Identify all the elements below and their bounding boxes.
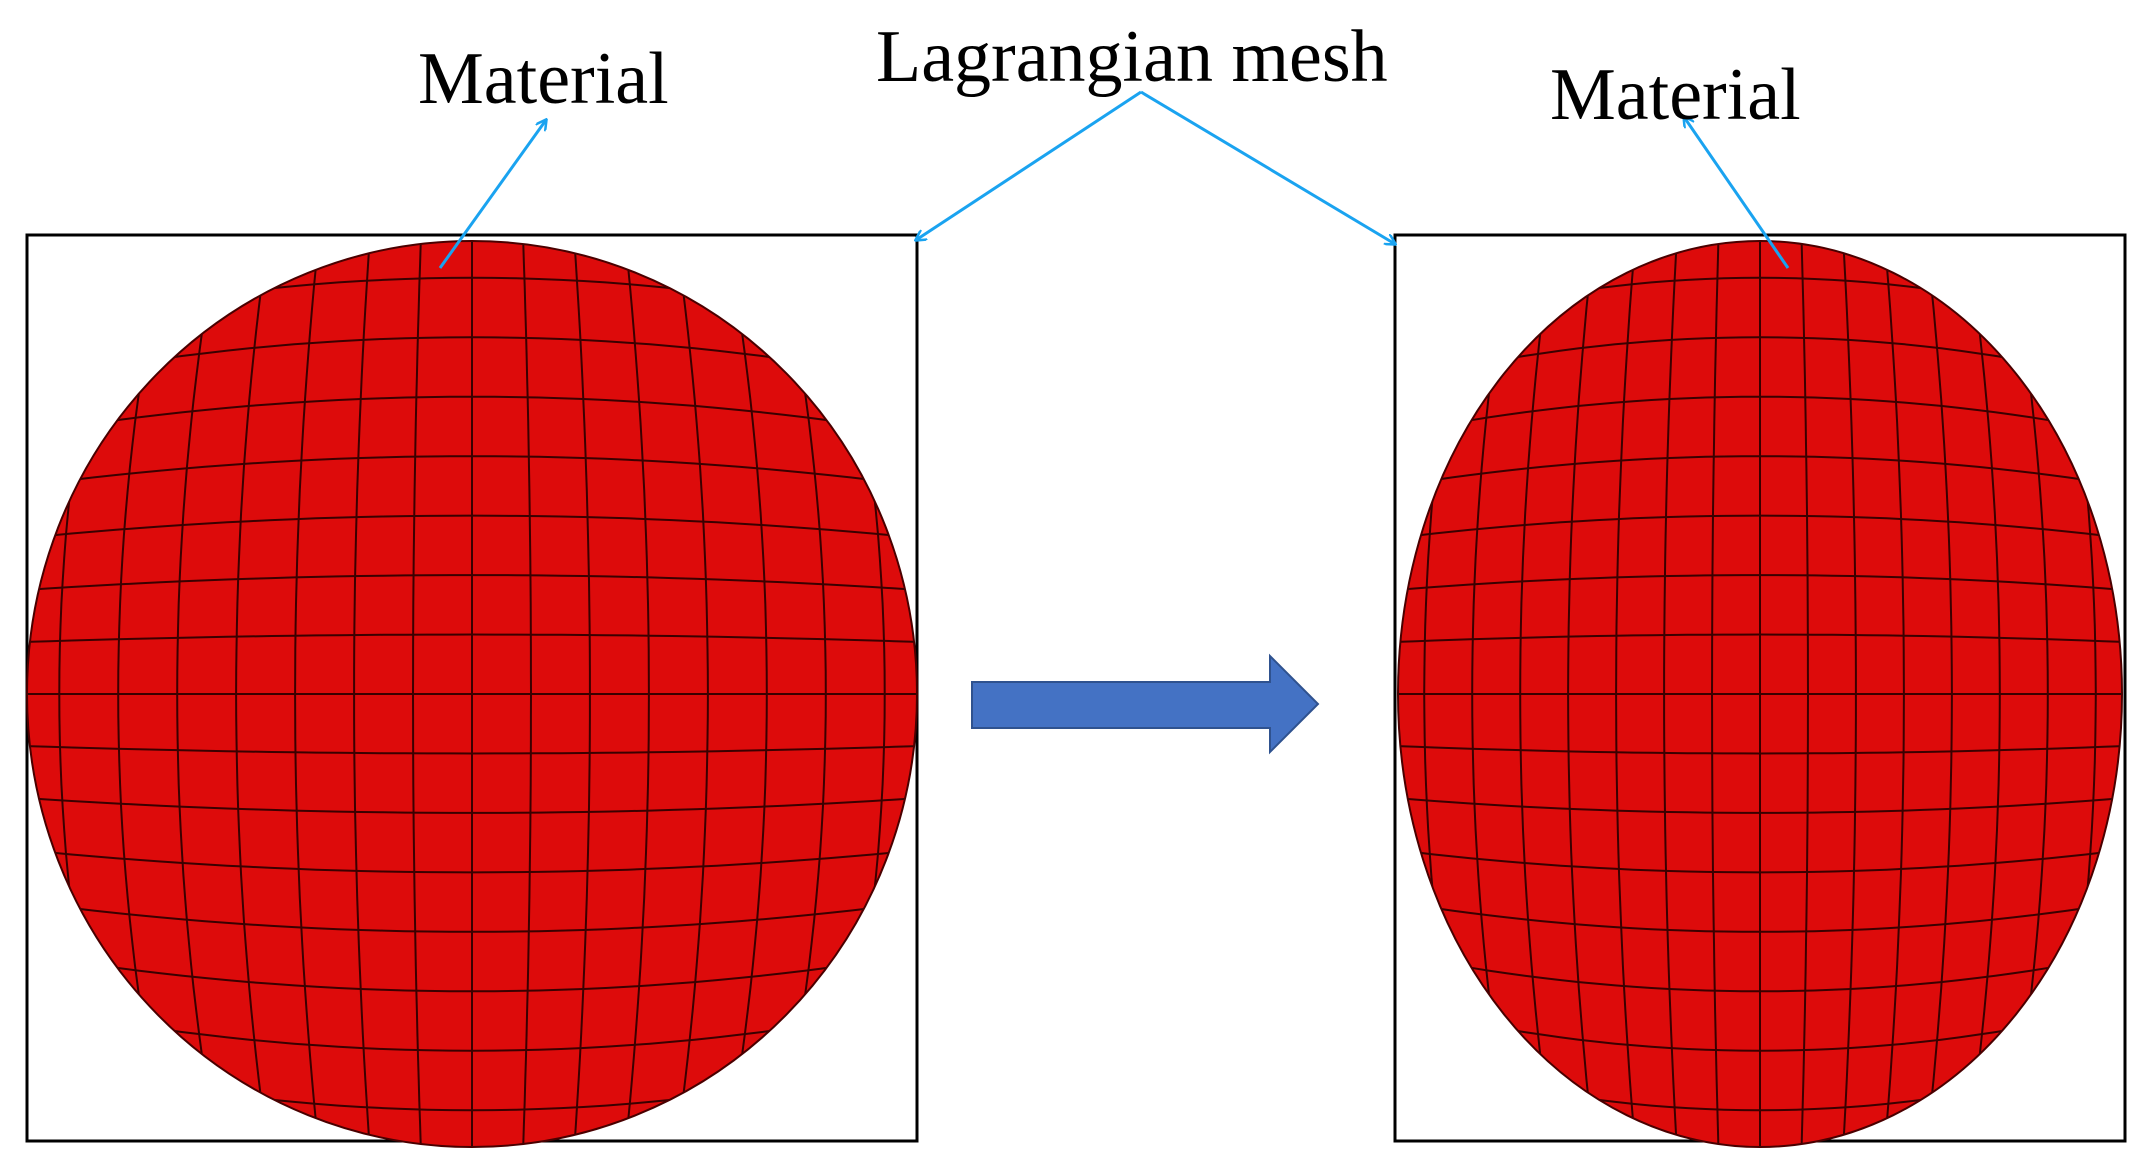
material-label-right: Material <box>1550 54 1801 136</box>
left-material-circle <box>26 240 918 1148</box>
mesh-line-horizontal <box>1398 953 2122 993</box>
left-material-outline <box>26 240 918 1148</box>
mesh-line-horizontal <box>1398 514 2122 539</box>
mesh-line-horizontal <box>27 395 917 435</box>
mesh-line-horizontal <box>1398 574 2122 591</box>
right-material-ellipse <box>1397 240 2123 1148</box>
mesh-line-horizontal <box>27 514 917 539</box>
right-material-outline <box>1397 240 2123 1148</box>
mesh-line-horizontal <box>1398 395 2122 435</box>
mesh-line-horizontal <box>27 455 917 487</box>
mesh-line-horizontal <box>27 797 917 814</box>
material-left-pointer <box>438 120 546 269</box>
mesh-pointer-left <box>916 90 1142 240</box>
mesh-line-horizontal <box>1398 901 2122 933</box>
mesh-line-horizontal <box>1398 745 2122 755</box>
mesh-line-horizontal <box>27 953 917 993</box>
lagrangian-mesh-label: Lagrangian mesh <box>876 16 1388 98</box>
mesh-pointer-right <box>1140 90 1395 244</box>
mesh-line-horizontal <box>27 745 917 755</box>
material-label-left: Material <box>418 38 669 120</box>
mesh-line-horizontal <box>1398 633 2122 643</box>
mesh-line-horizontal <box>27 849 917 874</box>
process-arrow <box>971 653 1320 755</box>
mesh-line-horizontal <box>27 574 917 591</box>
mesh-line-horizontal <box>27 901 917 933</box>
mesh-line-horizontal <box>27 633 917 643</box>
material-right-pointer <box>1684 117 1790 269</box>
mesh-line-horizontal <box>1398 797 2122 814</box>
mesh-line-horizontal <box>1398 849 2122 874</box>
mesh-line-horizontal <box>1398 455 2122 487</box>
